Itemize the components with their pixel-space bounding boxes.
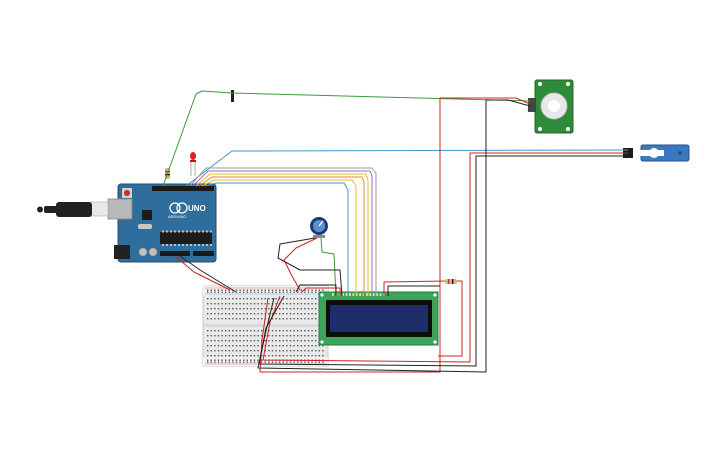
wire-lcd-d4[interactable] <box>189 167 377 296</box>
wire-resistor-out[interactable] <box>438 280 463 357</box>
breadboard[interactable] <box>202 285 329 367</box>
wires[interactable] <box>162 90 629 373</box>
wire-pot-wiper[interactable] <box>320 237 337 297</box>
wire-lcd-d6[interactable] <box>195 173 369 296</box>
arduino-board[interactable]: UNO ARDUINO <box>107 183 217 263</box>
board-logo-text: UNO <box>188 204 206 213</box>
wire-lcd-d5[interactable] <box>192 170 373 296</box>
wire-lcd-en[interactable] <box>204 182 349 296</box>
board-brand-text: ARDUINO <box>168 214 186 219</box>
atmega-chip <box>160 232 212 244</box>
breadboard-holes <box>207 289 324 363</box>
analog-header <box>193 251 214 256</box>
digital-header <box>152 186 214 191</box>
power-jack <box>114 245 130 259</box>
wire-bb-lcd-vss[interactable] <box>295 284 337 296</box>
wire-bb-lcd-vdd[interactable] <box>301 287 341 296</box>
wire-servo-gnd[interactable] <box>258 155 628 367</box>
potentiometer[interactable] <box>310 217 328 238</box>
reset-button[interactable] <box>124 190 130 196</box>
wire-pir-vcc[interactable] <box>259 97 531 373</box>
wire-lcd-rs[interactable] <box>201 179 357 296</box>
wire-servo-signal[interactable] <box>185 149 629 187</box>
lcd-screen <box>330 305 428 332</box>
wire-lcd-d7[interactable] <box>198 176 365 296</box>
resistor-lcd[interactable] <box>445 279 457 284</box>
servo-motor[interactable] <box>623 144 690 162</box>
wire-pot-gnd[interactable] <box>277 237 343 297</box>
wire-lcd-backlight-r[interactable] <box>383 280 446 296</box>
lcd-display[interactable] <box>318 291 439 346</box>
wire-gnd-rail[interactable] <box>179 255 237 293</box>
usb-port <box>107 198 133 220</box>
wire-lcd-backlight-b[interactable] <box>387 285 440 296</box>
wire-5v-rail[interactable] <box>174 255 231 291</box>
wire-probe[interactable] <box>231 90 234 102</box>
usb-cable[interactable] <box>37 201 109 217</box>
power-header <box>160 251 190 256</box>
led[interactable] <box>190 152 196 176</box>
chip-pins <box>162 230 212 246</box>
wire-pir-signal[interactable] <box>162 90 531 187</box>
wire-pot-vcc[interactable] <box>283 237 318 291</box>
pir-sensor[interactable] <box>528 79 574 134</box>
